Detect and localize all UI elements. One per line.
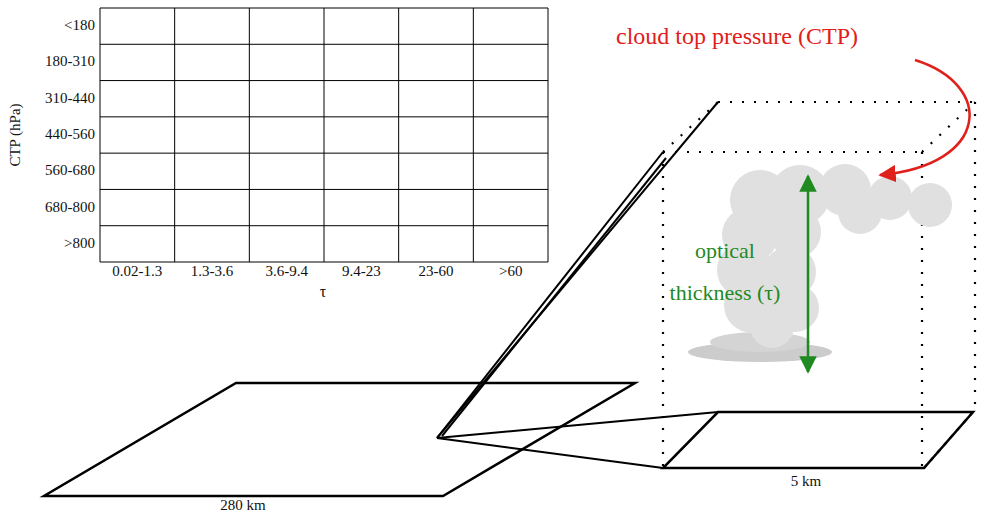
thickness-arrow	[807, 176, 810, 372]
grid-line	[100, 262, 548, 263]
large-gridbox	[44, 383, 635, 496]
grid-line	[100, 44, 548, 45]
column-label: 3.6-9.4	[265, 263, 308, 280]
dimension-label: 5 km	[791, 473, 821, 490]
grid-line	[473, 8, 474, 262]
ctp-arrow	[880, 60, 970, 175]
column-label: 23-60	[419, 263, 454, 280]
thickness-label: optical thickness (τ)	[655, 230, 795, 314]
grid-line	[100, 8, 101, 262]
row-label: >800	[64, 235, 95, 252]
column-label: 9.4-23	[342, 263, 381, 280]
grid-line	[100, 189, 548, 190]
row-label: 310-440	[45, 90, 95, 107]
small-pixel	[663, 412, 973, 468]
grid-line	[249, 8, 250, 262]
grid-line	[324, 8, 325, 262]
column-label: 1.3-3.6	[191, 263, 234, 280]
dimension-label: 280 km	[220, 497, 265, 514]
row-label: 440-560	[45, 126, 95, 143]
grid-line	[100, 80, 548, 81]
column-label: 0.02-1.3	[112, 263, 162, 280]
grid-line	[100, 153, 548, 154]
histogram-grid	[100, 8, 548, 262]
row-label: 680-800	[45, 199, 95, 216]
column-label: >60	[499, 263, 522, 280]
grid-line	[174, 8, 175, 262]
row-label: <180	[64, 18, 95, 35]
axis-label: τ	[320, 283, 326, 301]
grid-line	[100, 116, 548, 117]
axis-label: CTP (hPa)	[7, 103, 24, 166]
row-label: 560-680	[45, 163, 95, 180]
ctp-label: cloud top pressure (CTP)	[616, 23, 858, 51]
row-label: 180-310	[45, 54, 95, 71]
grid-line	[398, 8, 399, 262]
grid-line	[548, 8, 549, 262]
grid-line	[100, 8, 548, 9]
grid-line	[100, 225, 548, 226]
